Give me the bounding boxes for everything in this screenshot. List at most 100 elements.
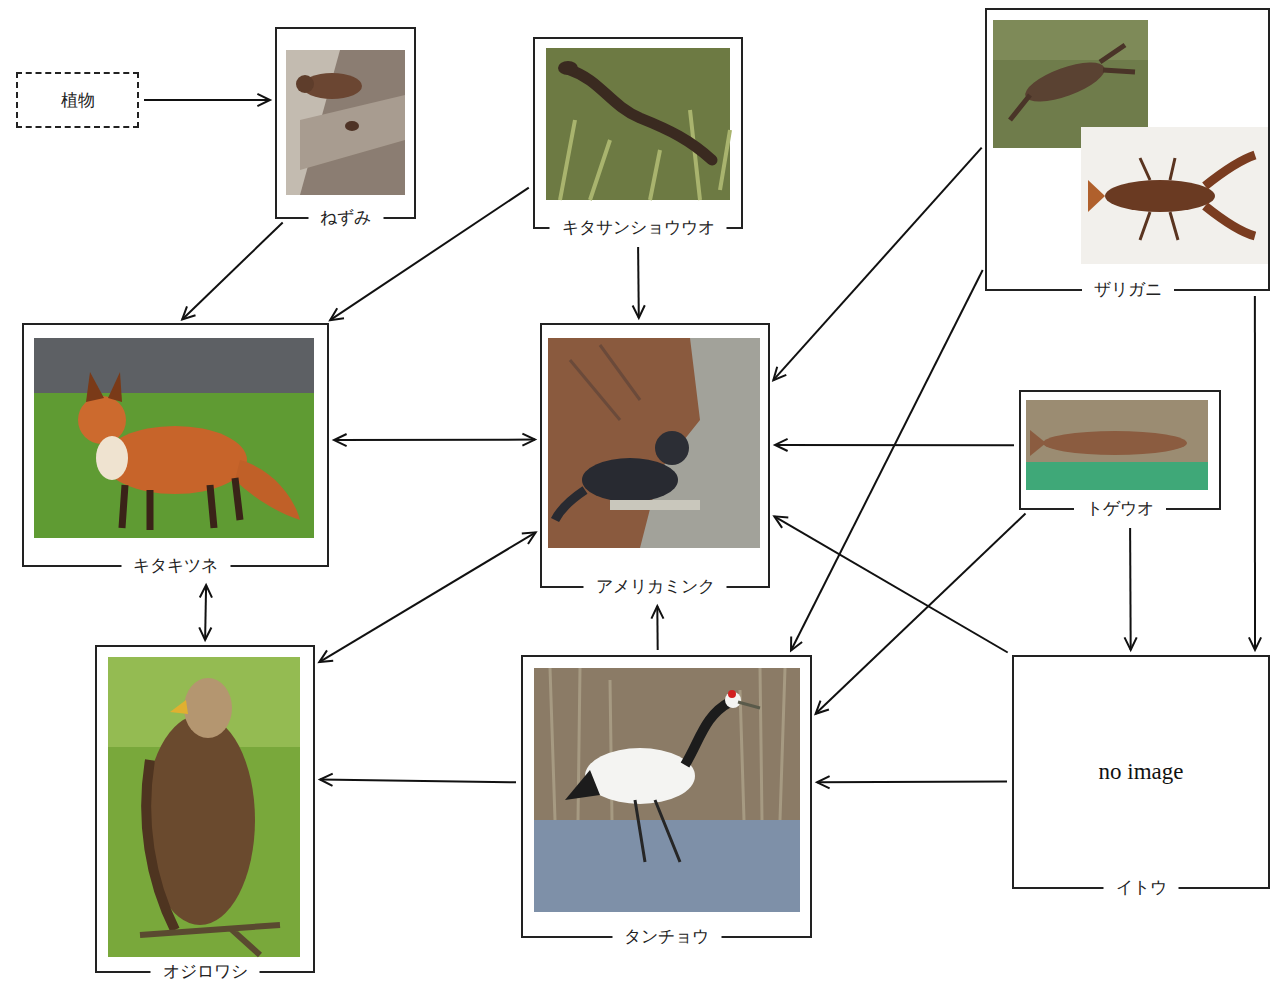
feeding-arrow xyxy=(816,514,1026,714)
arrow-head xyxy=(200,585,212,598)
arrow-head xyxy=(791,637,802,651)
species-name: キタサンショウウオ xyxy=(550,216,727,238)
arrow-head xyxy=(1125,637,1137,650)
mouse-photo-part xyxy=(345,121,359,131)
crayfish-photos-part xyxy=(993,20,1148,60)
eagle-photo-part xyxy=(108,657,300,957)
crayfish-photos-part xyxy=(1105,180,1215,212)
placeholder-text: no image xyxy=(1099,761,1184,783)
eagle-photo xyxy=(108,657,300,957)
arrow-head xyxy=(320,774,333,786)
dashed-box: 植物 xyxy=(16,72,139,128)
mink-photo-part xyxy=(640,338,760,548)
arrow-line xyxy=(334,439,535,442)
arrow-head xyxy=(775,439,788,451)
mouse-photo-part xyxy=(296,75,314,93)
arrow-line xyxy=(1254,296,1256,650)
crayfish-photos-part xyxy=(1021,54,1110,109)
fox-photo xyxy=(34,338,314,538)
mink-photo-part xyxy=(555,490,585,520)
arrow-line xyxy=(817,780,1007,783)
species-name: ねずみ xyxy=(308,206,383,228)
arrow-line xyxy=(320,780,516,783)
crane-photo-part xyxy=(550,668,785,820)
fox-photo-part xyxy=(78,396,126,444)
mouse-photo xyxy=(286,50,405,195)
feeding-arrow xyxy=(320,774,516,786)
fox-photo-part xyxy=(108,372,122,402)
eagle-photo-part xyxy=(108,657,300,747)
arrow-head xyxy=(334,434,347,446)
feeding-arrow xyxy=(334,434,535,447)
species-name: ザリガニ xyxy=(1082,278,1174,300)
feeding-arrow xyxy=(773,148,981,381)
arrow-line xyxy=(319,532,535,662)
fox-photo-part xyxy=(34,338,314,393)
salamander-photo xyxy=(546,48,730,200)
species-name: トゲウオ xyxy=(1074,497,1166,519)
eagle-photo-part xyxy=(184,678,232,738)
crayfish-photos-part xyxy=(1010,45,1135,120)
arrow-head xyxy=(774,516,788,528)
arrow-line xyxy=(775,444,1014,446)
crane-photo-part xyxy=(534,668,800,912)
eagle-photo-part xyxy=(140,925,280,955)
mouse-photo-part xyxy=(300,95,405,170)
fox-photo-part xyxy=(235,460,300,520)
arrow-head xyxy=(1249,637,1261,650)
photo-frame: ザリガニ xyxy=(985,8,1270,291)
mink-photo-part xyxy=(548,338,760,548)
feeding-arrow xyxy=(651,606,663,650)
species-name: オジロワシ xyxy=(151,960,260,982)
species-name: アメリカミンク xyxy=(584,575,727,597)
crane-photo-part xyxy=(635,800,680,862)
arrow-head xyxy=(651,606,663,619)
feeding-arrow xyxy=(199,585,212,640)
crane-photo-part xyxy=(534,820,800,912)
feeding-arrow xyxy=(774,516,1007,652)
arrow-line xyxy=(144,99,270,101)
mink-photo-part xyxy=(610,500,700,510)
salamander-photo-part xyxy=(558,61,578,75)
feeding-arrow xyxy=(182,223,283,320)
photo-frame: ねずみ xyxy=(275,27,416,219)
arrow-line xyxy=(773,148,981,381)
eagle-photo-part xyxy=(170,700,188,714)
arrow-head xyxy=(257,94,270,106)
crane-photo-part xyxy=(728,690,736,698)
arrow-line xyxy=(791,270,983,651)
arrow-line xyxy=(656,606,658,650)
crane-photo-part xyxy=(738,702,760,708)
crayfish-photos-part xyxy=(1140,158,1178,240)
crayfish-photos-part xyxy=(1088,180,1105,212)
arrow-line xyxy=(816,514,1026,714)
arrow-head xyxy=(522,532,536,544)
crane-photo xyxy=(534,668,800,912)
arrow-line xyxy=(774,516,1007,652)
photo-frame: アメリカミンク xyxy=(540,323,770,588)
fox-photo-part xyxy=(86,372,104,402)
crayfish-photos xyxy=(993,20,1268,264)
arrow-line xyxy=(205,585,206,640)
salamander-photo-part xyxy=(570,70,712,160)
fox-photo-part xyxy=(34,338,314,538)
arrow-line xyxy=(1129,528,1132,650)
mink-photo-part xyxy=(582,458,678,502)
stickleback-photo-part xyxy=(1043,431,1187,455)
salamander-photo-part xyxy=(546,48,730,200)
stickleback-photo-part xyxy=(1026,462,1208,490)
photo-frame: オジロワシ xyxy=(95,645,315,973)
crane-photo-part xyxy=(585,748,695,804)
mink-photo-part xyxy=(655,431,689,465)
fox-photo-part xyxy=(122,478,240,530)
feeding-arrow xyxy=(319,532,535,662)
feeding-arrow xyxy=(791,270,983,651)
photo-frame: トゲウオ xyxy=(1019,390,1221,510)
species-name: イトウ xyxy=(1104,876,1179,898)
mink-photo-part xyxy=(570,345,640,420)
arrow-head xyxy=(182,306,195,319)
photo-frame: タンチョウ xyxy=(521,655,812,938)
